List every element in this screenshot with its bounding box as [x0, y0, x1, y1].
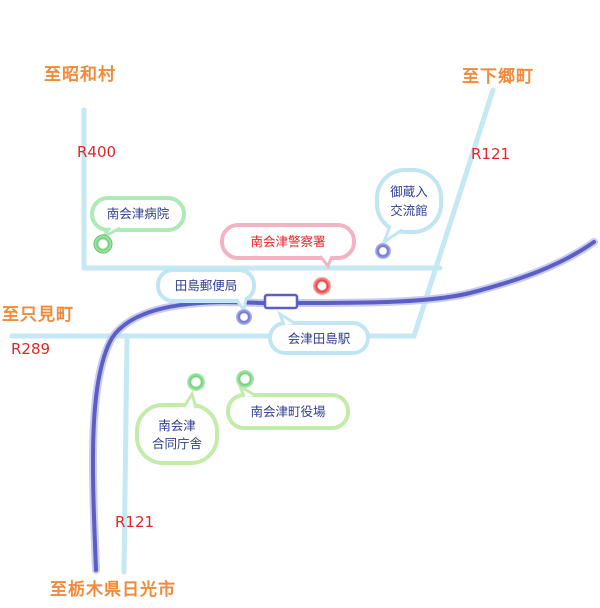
label-police: 南会津警察署 — [250, 234, 326, 249]
marker-post-office[interactable] — [236, 309, 252, 325]
marker-okura[interactable] — [375, 243, 391, 259]
bubble-station — [268, 310, 370, 355]
route-label-r121-north: R121 — [471, 145, 511, 163]
bubble-okura — [375, 168, 443, 246]
marker-town-office[interactable] — [236, 370, 254, 388]
destination-tochigi: 至栃木県日光市 — [50, 580, 176, 600]
label-okura-line1: 御蔵入 — [390, 184, 428, 199]
marker-hospital[interactable] — [93, 234, 113, 254]
label-post-office: 田島郵便局 — [174, 278, 238, 293]
destination-shimogo: 至下郷町 — [462, 67, 534, 87]
road-network — [9, 87, 496, 575]
destination-showa: 至昭和村 — [44, 65, 116, 85]
marker-gov-office[interactable] — [187, 373, 205, 391]
label-gov-office-line1: 南会津 — [158, 418, 196, 433]
station-icon[interactable] — [263, 293, 299, 310]
bubble-post-office — [156, 268, 256, 314]
bubble-police — [220, 223, 356, 269]
label-hospital: 南会津病院 — [106, 206, 170, 221]
bubble-gov-office — [135, 390, 219, 465]
road-r121-south — [121, 333, 130, 575]
route-label-r289: R289 — [11, 340, 51, 358]
marker-police[interactable] — [313, 277, 331, 295]
railway-line — [88, 238, 598, 574]
route-label-r400: R400 — [77, 143, 117, 161]
label-gov-office-line2: 合同庁舎 — [151, 436, 202, 451]
label-town-office: 南会津町役場 — [250, 404, 326, 419]
label-station: 会津田島駅 — [287, 331, 351, 346]
road-r121-north — [411, 87, 496, 339]
route-label-r121-south: R121 — [115, 513, 155, 531]
destination-tadami: 至只見町 — [2, 305, 74, 325]
label-okura-line2: 交流館 — [390, 203, 428, 218]
